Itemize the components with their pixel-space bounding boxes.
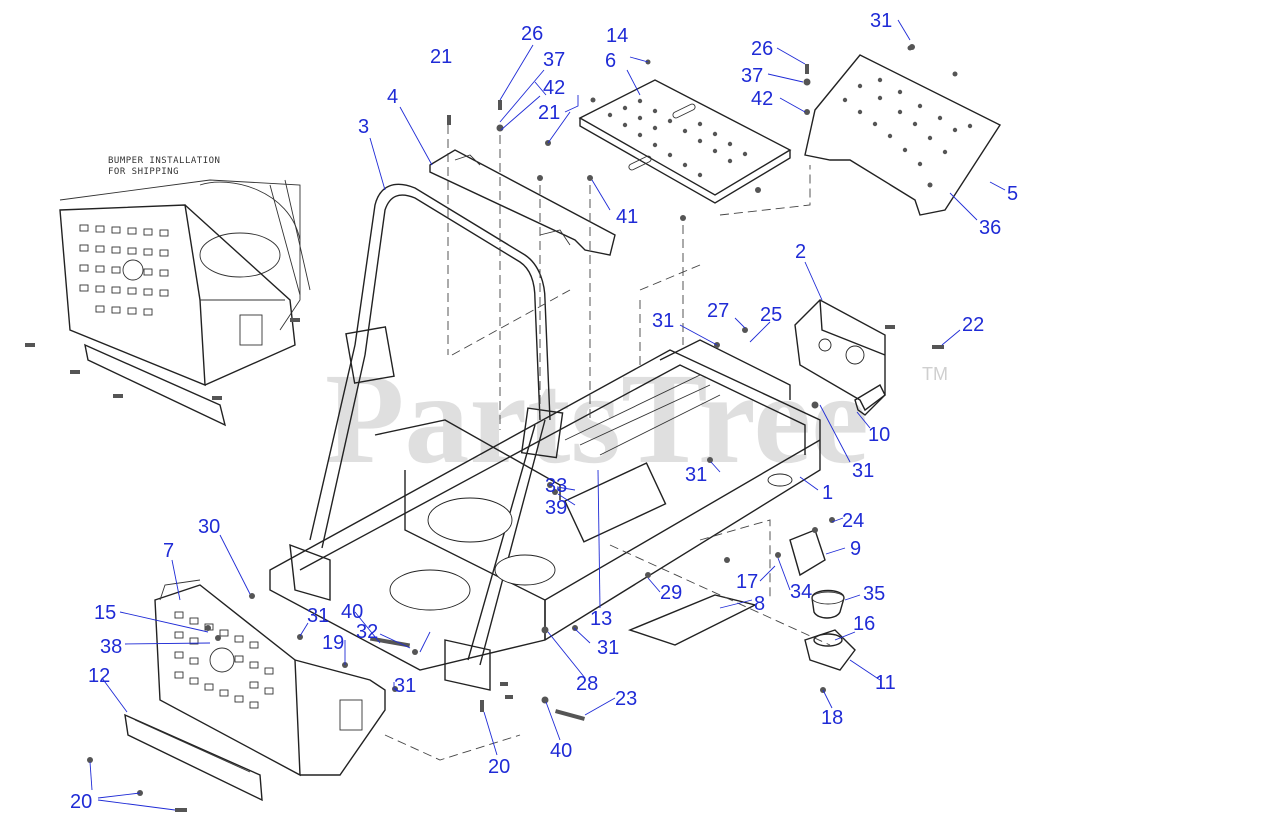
callout-31: 31: [685, 464, 707, 486]
callout-31: 31: [394, 675, 416, 697]
part-35: [811, 589, 845, 619]
callout-31: 31: [870, 10, 892, 32]
inset-note-line1: BUMPER INSTALLATION: [108, 156, 220, 166]
bracket-part-9: [789, 529, 826, 577]
part-11: [804, 629, 856, 671]
callout-5: 5: [1007, 183, 1018, 205]
callout-35: 35: [863, 583, 885, 605]
callout-42: 42: [543, 77, 565, 99]
callout-19: 19: [322, 632, 344, 654]
callout-7: 7: [163, 540, 174, 562]
callout-1: 1: [822, 482, 833, 504]
leader-lines: [89, 19, 1006, 811]
callout-23: 23: [615, 688, 637, 710]
callout-14: 14: [606, 25, 628, 47]
floor-plate-part-5: [804, 45, 1002, 216]
callout-numbers: 26 37 42 21 21 14 6 4 3 41 26 37 42 31 5…: [70, 10, 1018, 813]
front-grille-part-7: [154, 579, 386, 777]
callout-40: 40: [341, 601, 363, 623]
foot-plate-part-6: [578, 79, 792, 204]
callout-8: 8: [754, 593, 765, 615]
callout-31: 31: [307, 605, 329, 627]
main-frame-part-1: [269, 339, 821, 671]
callout-38: 38: [100, 636, 122, 658]
watermark-trademark: TM: [922, 364, 948, 384]
callout-21: 21: [538, 102, 560, 124]
callout-2: 2: [795, 241, 806, 263]
callout-20: 20: [488, 756, 510, 778]
callout-15: 15: [94, 602, 116, 624]
callout-13: 13: [590, 608, 612, 630]
callout-42: 42: [751, 88, 773, 110]
callout-4: 4: [387, 86, 398, 108]
callout-39: 39: [545, 497, 567, 519]
callout-26: 26: [751, 38, 773, 60]
callout-24: 24: [842, 510, 864, 532]
callout-26: 26: [521, 23, 543, 45]
callout-27: 27: [707, 300, 729, 322]
top-plate-part-4: [429, 149, 616, 256]
callout-28: 28: [576, 673, 598, 695]
plate-part-8: [627, 594, 758, 646]
callout-17: 17: [736, 571, 758, 593]
callout-41: 41: [616, 206, 638, 228]
callout-31: 31: [597, 637, 619, 659]
part-16: [813, 633, 843, 647]
seat-bracket-part-2: [794, 299, 886, 416]
callout-9: 9: [850, 538, 861, 560]
callout-25: 25: [760, 304, 782, 326]
callout-31: 31: [852, 460, 874, 482]
callout-21: 21: [430, 46, 452, 68]
callout-12: 12: [88, 665, 110, 687]
callout-11: 11: [875, 672, 896, 694]
callout-37: 37: [741, 65, 763, 87]
callout-16: 16: [853, 613, 875, 635]
callout-20: 20: [70, 791, 92, 813]
callout-10: 10: [868, 424, 890, 446]
watermark-text: PartsTree: [325, 347, 869, 491]
callout-31: 31: [652, 310, 674, 332]
inset-bumper-installation: BUMPER INSTALLATION FOR SHIPPING: [25, 156, 311, 427]
callout-18: 18: [821, 707, 843, 729]
callout-3: 3: [358, 116, 369, 138]
assembly-lines: [384, 125, 831, 761]
callout-6: 6: [605, 50, 616, 72]
callout-36: 36: [979, 217, 1001, 239]
callout-22: 22: [962, 314, 984, 336]
bumper-part-12: [124, 713, 263, 802]
callout-30: 30: [198, 516, 220, 538]
callout-33: 33: [545, 475, 567, 497]
callout-34: 34: [790, 581, 812, 603]
callout-29: 29: [660, 582, 682, 604]
callout-32: 32: [356, 621, 378, 643]
inset-note-line2: FOR SHIPPING: [108, 167, 179, 177]
small-parts: [627, 529, 856, 671]
callout-37: 37: [543, 49, 565, 71]
roll-bar-part-3: [289, 183, 564, 691]
callout-40: 40: [550, 740, 572, 762]
